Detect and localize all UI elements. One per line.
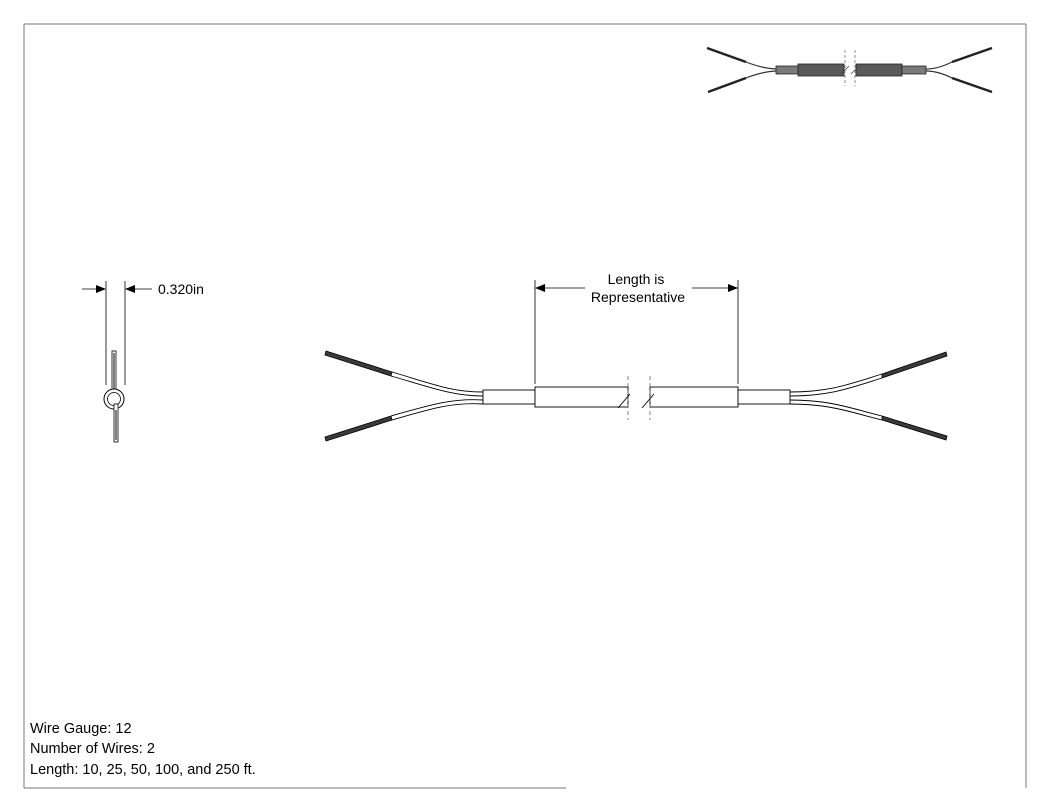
end-view <box>82 281 152 443</box>
length-options-spec: Length: 10, 25, 50, 100, and 250 ft. <box>30 762 256 778</box>
number-of-wires-spec: Number of Wires: 2 <box>30 741 155 757</box>
sheet-border <box>23 23 1027 789</box>
spec-block: Wire Gauge: 12 Number of Wires: 2 Length… <box>30 721 256 778</box>
cable-side-view <box>324 350 948 442</box>
length-note-line-1: Length is <box>608 271 665 287</box>
length-dimension <box>534 280 739 384</box>
isometric-thumbnail <box>706 46 993 94</box>
length-note-line-2: Representative <box>591 289 685 305</box>
wire-gauge-spec: Wire Gauge: 12 <box>30 721 132 737</box>
diameter-dimension-label: 0.320in <box>158 281 204 297</box>
